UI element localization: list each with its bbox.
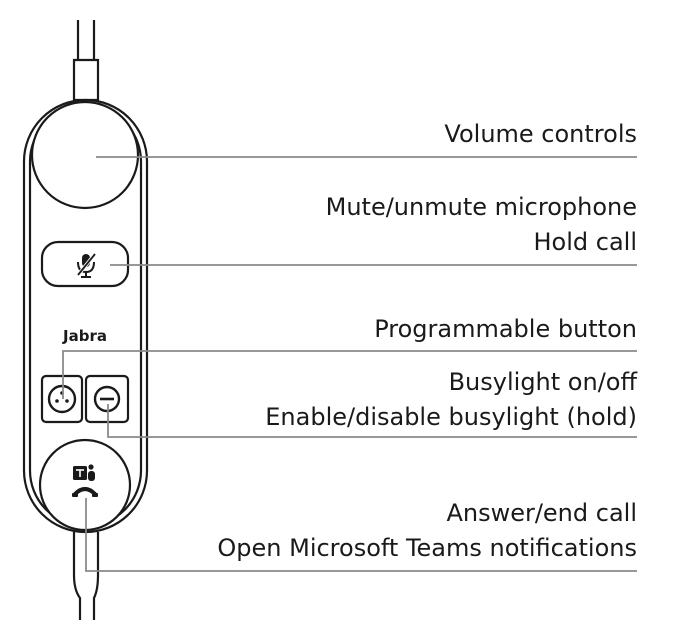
busylight-toggle-label: Busylight on/off [448, 368, 637, 396]
leader-lines [62, 156, 637, 572]
brand-label: Jabra [62, 327, 107, 345]
teams-call-button[interactable] [38, 438, 132, 532]
leader-line-programmable [62, 350, 637, 399]
phone-handset-icon [72, 487, 98, 497]
dots-circle-icon [47, 384, 77, 414]
microphone-muted-icon [76, 252, 97, 278]
hold-call-label: Hold call [533, 228, 638, 256]
top-cable [72, 20, 100, 102]
volume-wheel[interactable] [30, 100, 140, 210]
volume-controls-label: Volume controls [444, 120, 637, 148]
bottom-cable [72, 532, 100, 620]
teams-icon [73, 464, 95, 481]
programmable-button-label: Programmable button [374, 315, 637, 343]
minus-circle-icon [93, 385, 121, 413]
leader-line-teams [85, 498, 637, 572]
teams-notifications-label: Open Microsoft Teams notifications [217, 534, 637, 562]
busylight-enable-label: Enable/disable busylight (hold) [265, 403, 637, 431]
leader-line-busylight [107, 404, 637, 438]
mute-microphone-label: Mute/unmute microphone [325, 193, 637, 221]
answer-end-call-label: Answer/end call [446, 499, 637, 527]
